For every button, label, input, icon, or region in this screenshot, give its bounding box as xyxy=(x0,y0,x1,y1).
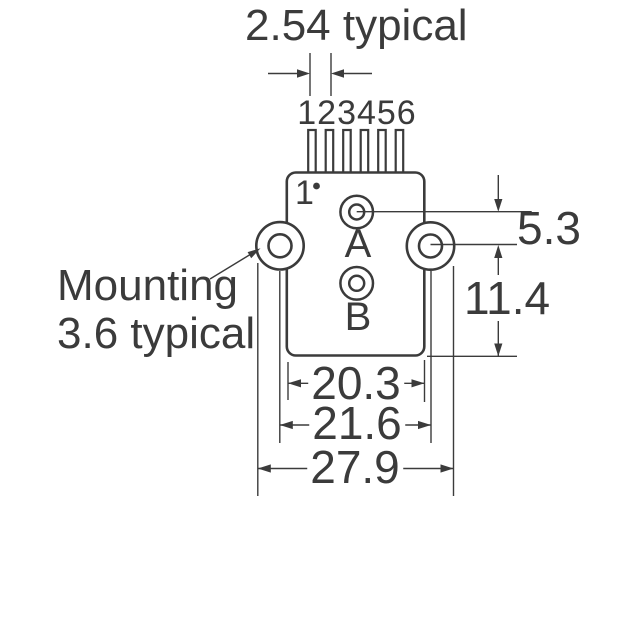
port-b-circle xyxy=(339,265,375,301)
arrowhead-up-icon xyxy=(494,245,503,258)
arrowhead-right-icon xyxy=(297,69,310,78)
port-b-label: B xyxy=(344,295,372,339)
arrowhead-left-icon xyxy=(279,420,293,430)
dim-27-9-label: 27.9 xyxy=(307,444,403,490)
mounting-hole-right xyxy=(405,221,456,272)
port-a-label: A xyxy=(344,222,372,266)
pin-numbers-label: 123456 xyxy=(297,94,417,132)
pin-5 xyxy=(377,128,387,177)
pin-2 xyxy=(324,128,335,177)
vertical-dimension-line xyxy=(494,175,503,357)
arrowhead-down-icon xyxy=(494,343,503,357)
arrowhead-upright-icon xyxy=(247,248,261,259)
pin1-marker-label: 1 xyxy=(295,174,314,212)
mounting-hole-left xyxy=(254,220,305,271)
pin1-dot-icon xyxy=(313,182,320,190)
dim-21-6-label: 21.6 xyxy=(309,400,405,446)
mounting-leader-line xyxy=(209,248,261,280)
pin-4 xyxy=(359,128,370,177)
dim-5-3-label: 5.3 xyxy=(517,202,581,254)
arrowhead-right-icon xyxy=(440,464,454,473)
arrowhead-left-icon xyxy=(257,464,271,473)
pin-3 xyxy=(342,128,352,177)
arrowhead-left-icon xyxy=(331,69,344,78)
mounting-note-line2: 3.6 typical xyxy=(57,309,256,358)
arrowhead-right-icon xyxy=(418,420,431,430)
overall-width-dimension xyxy=(257,263,455,496)
pin-pitch-dimension xyxy=(268,53,372,96)
pin-6 xyxy=(394,128,405,177)
mounting-note-line1: Mounting xyxy=(57,261,239,310)
dim-20-3-label: 20.3 xyxy=(308,360,404,406)
right-reference-lines xyxy=(356,210,532,357)
pin-1 xyxy=(307,128,317,177)
arrowhead-left-icon xyxy=(288,379,301,388)
arrowhead-down-icon xyxy=(494,199,503,212)
dim-11-4-label: 11.4 xyxy=(461,275,554,321)
pin-pitch-label: 2.54 typical xyxy=(245,1,468,50)
arrowhead-right-icon xyxy=(411,379,425,388)
pins xyxy=(307,128,405,177)
